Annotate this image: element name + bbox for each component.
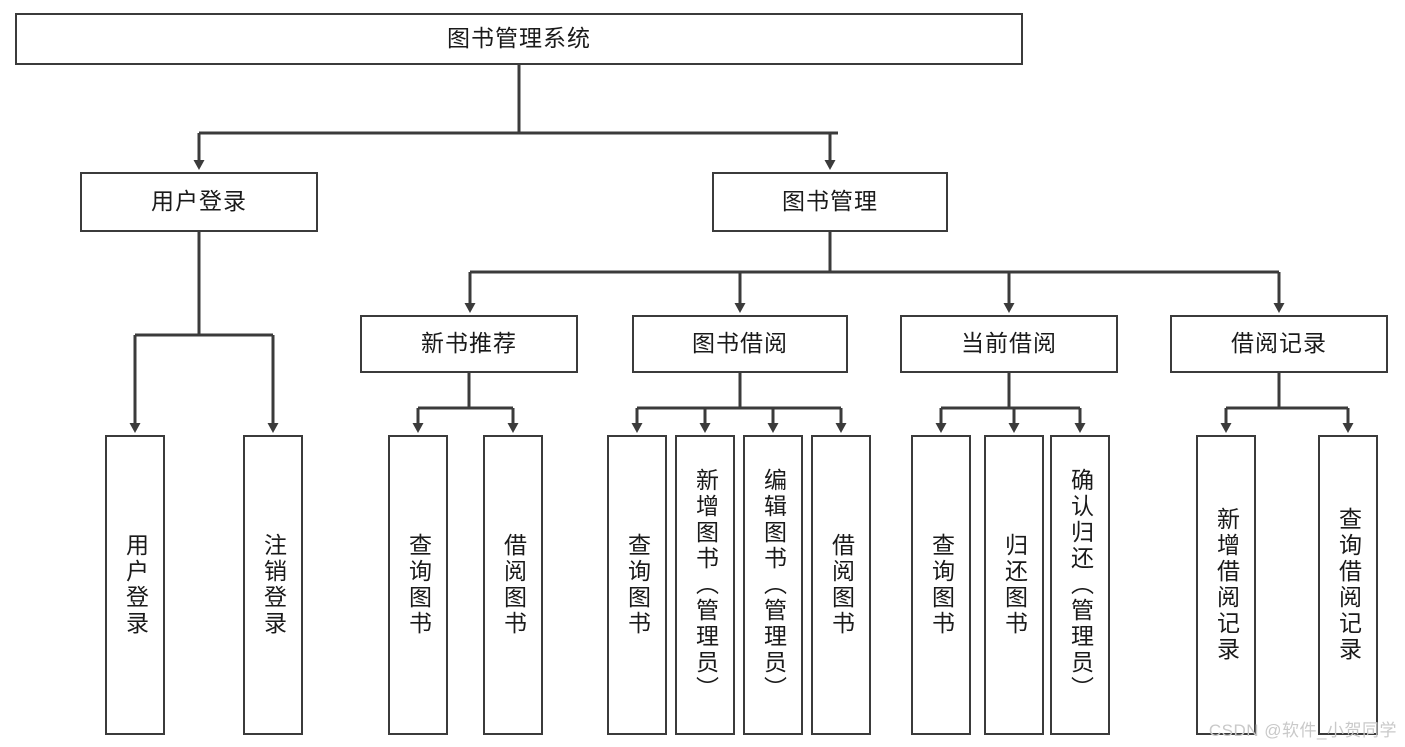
- node-leaf-return-book-label: 归还图书: [1001, 533, 1028, 637]
- node-leaf-borrow-book-2[interactable]: 借阅图书: [811, 435, 871, 735]
- node-root-system[interactable]: 图书管理系统: [15, 13, 1023, 65]
- node-current-borrow-label: 当前借阅: [961, 330, 1057, 357]
- node-borrow-record-label: 借阅记录: [1231, 330, 1327, 357]
- node-leaf-user-login[interactable]: 用户登录: [105, 435, 165, 735]
- node-leaf-edit-book[interactable]: 编辑图书（管理员）: [743, 435, 803, 735]
- node-book-borrow[interactable]: 图书借阅: [632, 315, 848, 373]
- node-leaf-borrow-book-1-label: 借阅图书: [500, 533, 527, 637]
- node-leaf-logout-label: 注销登录: [260, 533, 287, 637]
- node-book-management[interactable]: 图书管理: [712, 172, 948, 232]
- node-borrow-record[interactable]: 借阅记录: [1170, 315, 1388, 373]
- node-leaf-logout[interactable]: 注销登录: [243, 435, 303, 735]
- node-leaf-borrow-book-2-label: 借阅图书: [828, 533, 855, 637]
- csdn-watermark: CSDN @软件_小贺同学: [1208, 721, 1397, 740]
- node-book-borrow-label: 图书借阅: [692, 330, 788, 357]
- node-leaf-add-book-label: 新增图书（管理员）: [692, 468, 719, 702]
- node-leaf-add-record[interactable]: 新增借阅记录: [1196, 435, 1256, 735]
- node-root-label: 图书管理系统: [447, 25, 591, 52]
- node-leaf-query-book-2[interactable]: 查询图书: [607, 435, 667, 735]
- node-leaf-confirm-return-label: 确认归还（管理员）: [1067, 468, 1094, 702]
- node-leaf-add-book[interactable]: 新增图书（管理员）: [675, 435, 735, 735]
- node-new-book-recommend[interactable]: 新书推荐: [360, 315, 578, 373]
- node-leaf-query-book-2-label: 查询图书: [624, 533, 651, 637]
- node-leaf-query-record[interactable]: 查询借阅记录: [1318, 435, 1378, 735]
- node-leaf-query-book-1-label: 查询图书: [405, 533, 432, 637]
- node-leaf-query-book-1[interactable]: 查询图书: [388, 435, 448, 735]
- node-leaf-query-book-3-label: 查询图书: [928, 533, 955, 637]
- node-user-login-label: 用户登录: [151, 188, 247, 215]
- node-leaf-borrow-book-1[interactable]: 借阅图书: [483, 435, 543, 735]
- node-book-management-label: 图书管理: [782, 188, 878, 215]
- node-leaf-query-book-3[interactable]: 查询图书: [911, 435, 971, 735]
- node-leaf-add-record-label: 新增借阅记录: [1213, 507, 1240, 663]
- node-leaf-query-record-label: 查询借阅记录: [1335, 507, 1362, 663]
- node-new-book-recommend-label: 新书推荐: [421, 330, 517, 357]
- node-current-borrow[interactable]: 当前借阅: [900, 315, 1118, 373]
- node-leaf-return-book[interactable]: 归还图书: [984, 435, 1044, 735]
- node-leaf-edit-book-label: 编辑图书（管理员）: [760, 468, 787, 702]
- node-leaf-user-login-label: 用户登录: [122, 533, 149, 637]
- node-leaf-confirm-return[interactable]: 确认归还（管理员）: [1050, 435, 1110, 735]
- node-user-login[interactable]: 用户登录: [80, 172, 318, 232]
